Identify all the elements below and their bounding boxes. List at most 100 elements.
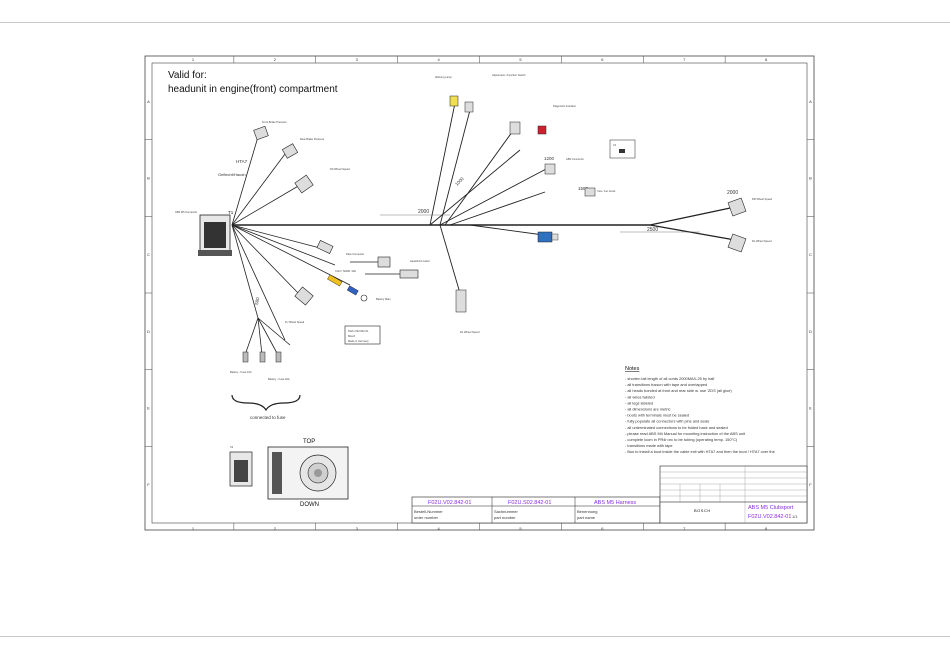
frame-row-right: A <box>809 99 812 104</box>
svg-text:RL Wheel Speed: RL Wheel Speed <box>460 330 480 334</box>
center-sleeve-connector <box>537 231 559 243</box>
note-item: - all dimensions are metric <box>625 407 670 412</box>
frame-column-top: 8 <box>765 57 768 62</box>
top-rule <box>0 22 950 23</box>
frame-row-right: E <box>809 406 812 411</box>
svg-text:Rear Brake Pressure: Rear Brake Pressure <box>300 137 325 141</box>
length-branch-1000: 1000 <box>454 176 465 187</box>
svg-text:F02U.V02.842-01: F02U.V02.842-01 <box>348 329 369 333</box>
note-item: - boots with terminals must be sealed <box>625 413 689 418</box>
svg-text:Diagnostic Interface: Diagnostic Interface <box>553 104 576 108</box>
frame-column-bottom: 5 <box>519 526 522 531</box>
battery-main-ring: Battery Main <box>360 294 391 302</box>
note-item: - all legs labeled <box>625 400 653 405</box>
abs-connector-branch: ABS Connector <box>544 157 584 175</box>
geflecht-label: Geflecht/Haush <box>218 172 246 177</box>
frame-column-top: 6 <box>601 57 604 62</box>
svg-text:Battery - Fuse 40A: Battery - Fuse 40A <box>268 377 290 381</box>
diagnostic-interface-connector: Diagnostic Interface <box>509 104 576 135</box>
frame-column-top: 1 <box>192 57 195 62</box>
notes-list: - shorten tail length of all cords 2000M… <box>625 376 775 454</box>
title-block-sheet: 1/1 <box>792 514 798 519</box>
title-block: BOSCH ABS M5 Clubsport F02U.V02.842-01 1… <box>659 465 808 524</box>
frame-row-left: D <box>147 329 150 334</box>
svg-text:Bestell-Nummer: Bestell-Nummer <box>414 509 443 514</box>
svg-text:part name: part name <box>577 515 596 520</box>
note-item: - all heads bonded at front and rear sid… <box>625 388 732 393</box>
fuse-bundle: Battery - Fuse 10A Battery - Fuse 40A co… <box>230 351 301 420</box>
svg-text:X1: X1 <box>613 143 617 147</box>
t1-connector-text: ABS M5 Connector <box>175 210 197 214</box>
svg-text:Benennung: Benennung <box>577 509 597 514</box>
heatshrink-connector: Heatshrink Label <box>365 259 430 279</box>
t1-main-connector: T1 ABS M5 Connector <box>175 210 234 256</box>
frame-column-bottom: 8 <box>765 526 768 531</box>
frame-row-left: F <box>147 482 150 487</box>
abs-unit-drawing: TOP DOWN X2 <box>229 439 349 508</box>
svg-text:Heatshrink Label: Heatshrink Label <box>410 259 430 263</box>
frame-column-bottom: 6 <box>601 526 604 531</box>
svg-text:part number: part number <box>494 515 516 520</box>
frame-column-bottom: 2 <box>274 526 277 531</box>
valid-for-subtitle: headunit in engine(front) compartment <box>168 84 338 95</box>
fuse-brace <box>231 394 301 412</box>
svg-text:Warning Lamp: Warning Lamp <box>435 75 452 79</box>
svg-text:Battery - Fuse 10A: Battery - Fuse 10A <box>230 370 252 374</box>
bottom-rule <box>0 636 950 637</box>
svg-text:FL Wheel Speed: FL Wheel Speed <box>285 320 305 324</box>
svg-text:ABS Connector: ABS Connector <box>566 157 584 161</box>
svg-text:Made in Germany: Made in Germany <box>348 339 369 343</box>
svg-text:FR Wheel Speed: FR Wheel Speed <box>330 167 350 171</box>
part-number-value: F02U.S02.842-01 <box>508 500 551 506</box>
frame-row-left: B <box>147 176 150 181</box>
frame-column-bottom: 1 <box>192 526 195 531</box>
part-name-value: ABS M5 Harness <box>594 500 636 506</box>
valid-for-title: Valid for: <box>168 70 207 81</box>
frame-row-right: B <box>809 176 812 181</box>
title-block-number: F02U.V02.842-01 <box>748 514 791 520</box>
note-item: - all wires twisted <box>625 394 655 399</box>
svg-text:CAN / TERM. 30A: CAN / TERM. 30A <box>335 269 356 273</box>
note-item: - shorten tail length of all cords 2000M… <box>625 376 715 381</box>
bottom-part-table: F02U.V02.842-01 F02U.S02.842-01 ABS M5 H… <box>411 496 661 524</box>
svg-text:RR Wheel Speed: RR Wheel Speed <box>752 197 773 201</box>
length-upper-right: 2000 <box>727 190 738 196</box>
svg-text:Sachnummer: Sachnummer <box>494 509 518 514</box>
fr-wheel-speed-connector: FR Wheel Speed <box>294 167 350 194</box>
svg-text:Bosch: Bosch <box>348 334 356 338</box>
frame-column-top: 5 <box>519 57 522 62</box>
svg-text:RL Wheel Speed: RL Wheel Speed <box>752 239 772 243</box>
frame-column-bottom: 4 <box>437 526 440 531</box>
svg-text:Battery Main: Battery Main <box>376 297 391 301</box>
svg-text:Adjustment / Function Switch: Adjustment / Function Switch <box>492 73 526 77</box>
note-item: - fully populate all connectors with pin… <box>625 419 709 424</box>
t1-label: T1 <box>228 210 234 215</box>
fl-wheel-speed-connector: FL Wheel Speed <box>285 286 314 324</box>
frame-column-top: 3 <box>356 57 359 62</box>
connected-to-fuse-label: connected to fuse <box>250 415 286 420</box>
length-branch-1200: 1200 <box>544 156 555 161</box>
frame-column-bottom: 7 <box>683 526 686 531</box>
bottom-center-connector: RL Wheel Speed <box>455 289 480 334</box>
trunk-dimensions: 2000 2500 2000 1000 1200 1500 500 <box>254 156 738 305</box>
frame-row-right: D <box>809 329 812 334</box>
frame-row-left: A <box>147 99 150 104</box>
title-block-title: ABS M5 Clubsport <box>748 505 794 511</box>
note-item: - all unterminated connections to be fol… <box>625 425 728 430</box>
notes-heading: Notes <box>625 366 640 372</box>
frame-row-left: E <box>147 406 150 411</box>
can-connector: CAN / TERM. 30A <box>316 240 356 273</box>
length-main-right: 2500 <box>647 227 658 233</box>
left-branches <box>231 129 351 356</box>
rr-wheel-speed-connector: RR Wheel Speed <box>727 197 773 217</box>
length-bottom-500: 500 <box>254 296 260 305</box>
note-item: - complete loom in PR4r=ec to be tubing … <box>625 437 738 442</box>
svg-text:Yaw / Lat. Accel.: Yaw / Lat. Accel. <box>597 189 616 193</box>
frame-row-right: F <box>809 482 812 487</box>
notes-block: Notes - shorten tail length of all cords… <box>625 366 775 454</box>
frame-column-top: 7 <box>683 57 686 62</box>
main-trunk <box>232 102 736 301</box>
length-branch-1500: 1500 <box>578 186 589 191</box>
